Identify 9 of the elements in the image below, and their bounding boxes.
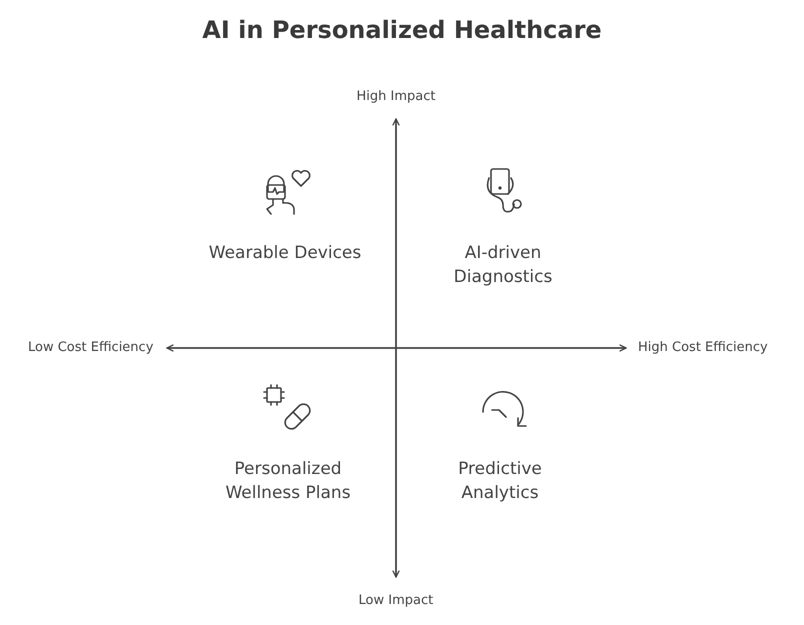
axis-label: Low Impact (358, 593, 434, 608)
quadrant-label: Wearable Devices (208, 242, 362, 265)
title: AI in Personalized Healthcare (201, 16, 603, 44)
quadrant-label: AI-driven Diagnostics (452, 242, 554, 289)
quadrant-label: Personalized Wellness Plans (224, 458, 352, 505)
axis-label: High Cost Efficiency (638, 340, 768, 355)
quadrant-label: Predictive Analytics (457, 458, 543, 505)
axis-label: High Impact (356, 89, 436, 104)
axis-label: Low Cost Efficiency (28, 340, 154, 355)
